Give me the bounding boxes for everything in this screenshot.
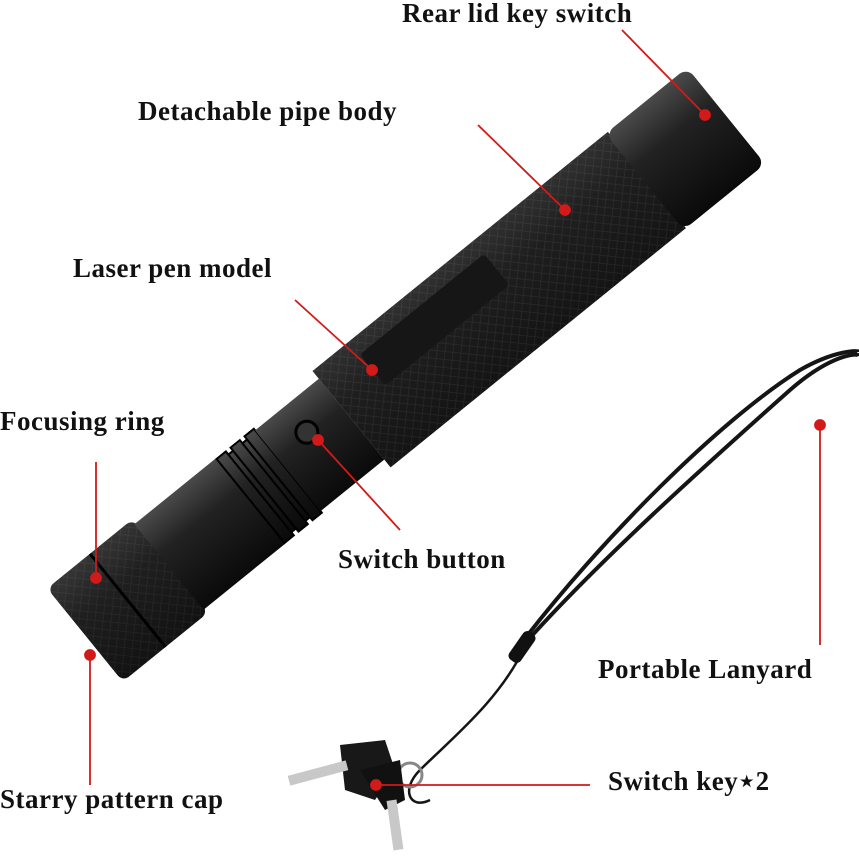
label-switch-button: Switch button bbox=[338, 544, 506, 574]
model-plate bbox=[361, 255, 508, 385]
label-rear-lid: Rear lid key switch bbox=[402, 0, 633, 28]
switch-keys bbox=[287, 740, 424, 851]
label-focusing-ring: Focusing ring bbox=[0, 406, 165, 436]
label-switch-key: Switch key⋆2 bbox=[608, 766, 770, 796]
label-lanyard: Portable Lanyard bbox=[598, 654, 813, 684]
lanyard bbox=[408, 349, 859, 804]
label-model: Laser pen model bbox=[73, 253, 273, 283]
laser-pen bbox=[50, 71, 762, 679]
label-pipe-body: Detachable pipe body bbox=[138, 96, 398, 126]
pointer-lines bbox=[84, 29, 826, 791]
label-starry-cap: Starry pattern cap bbox=[0, 784, 224, 814]
